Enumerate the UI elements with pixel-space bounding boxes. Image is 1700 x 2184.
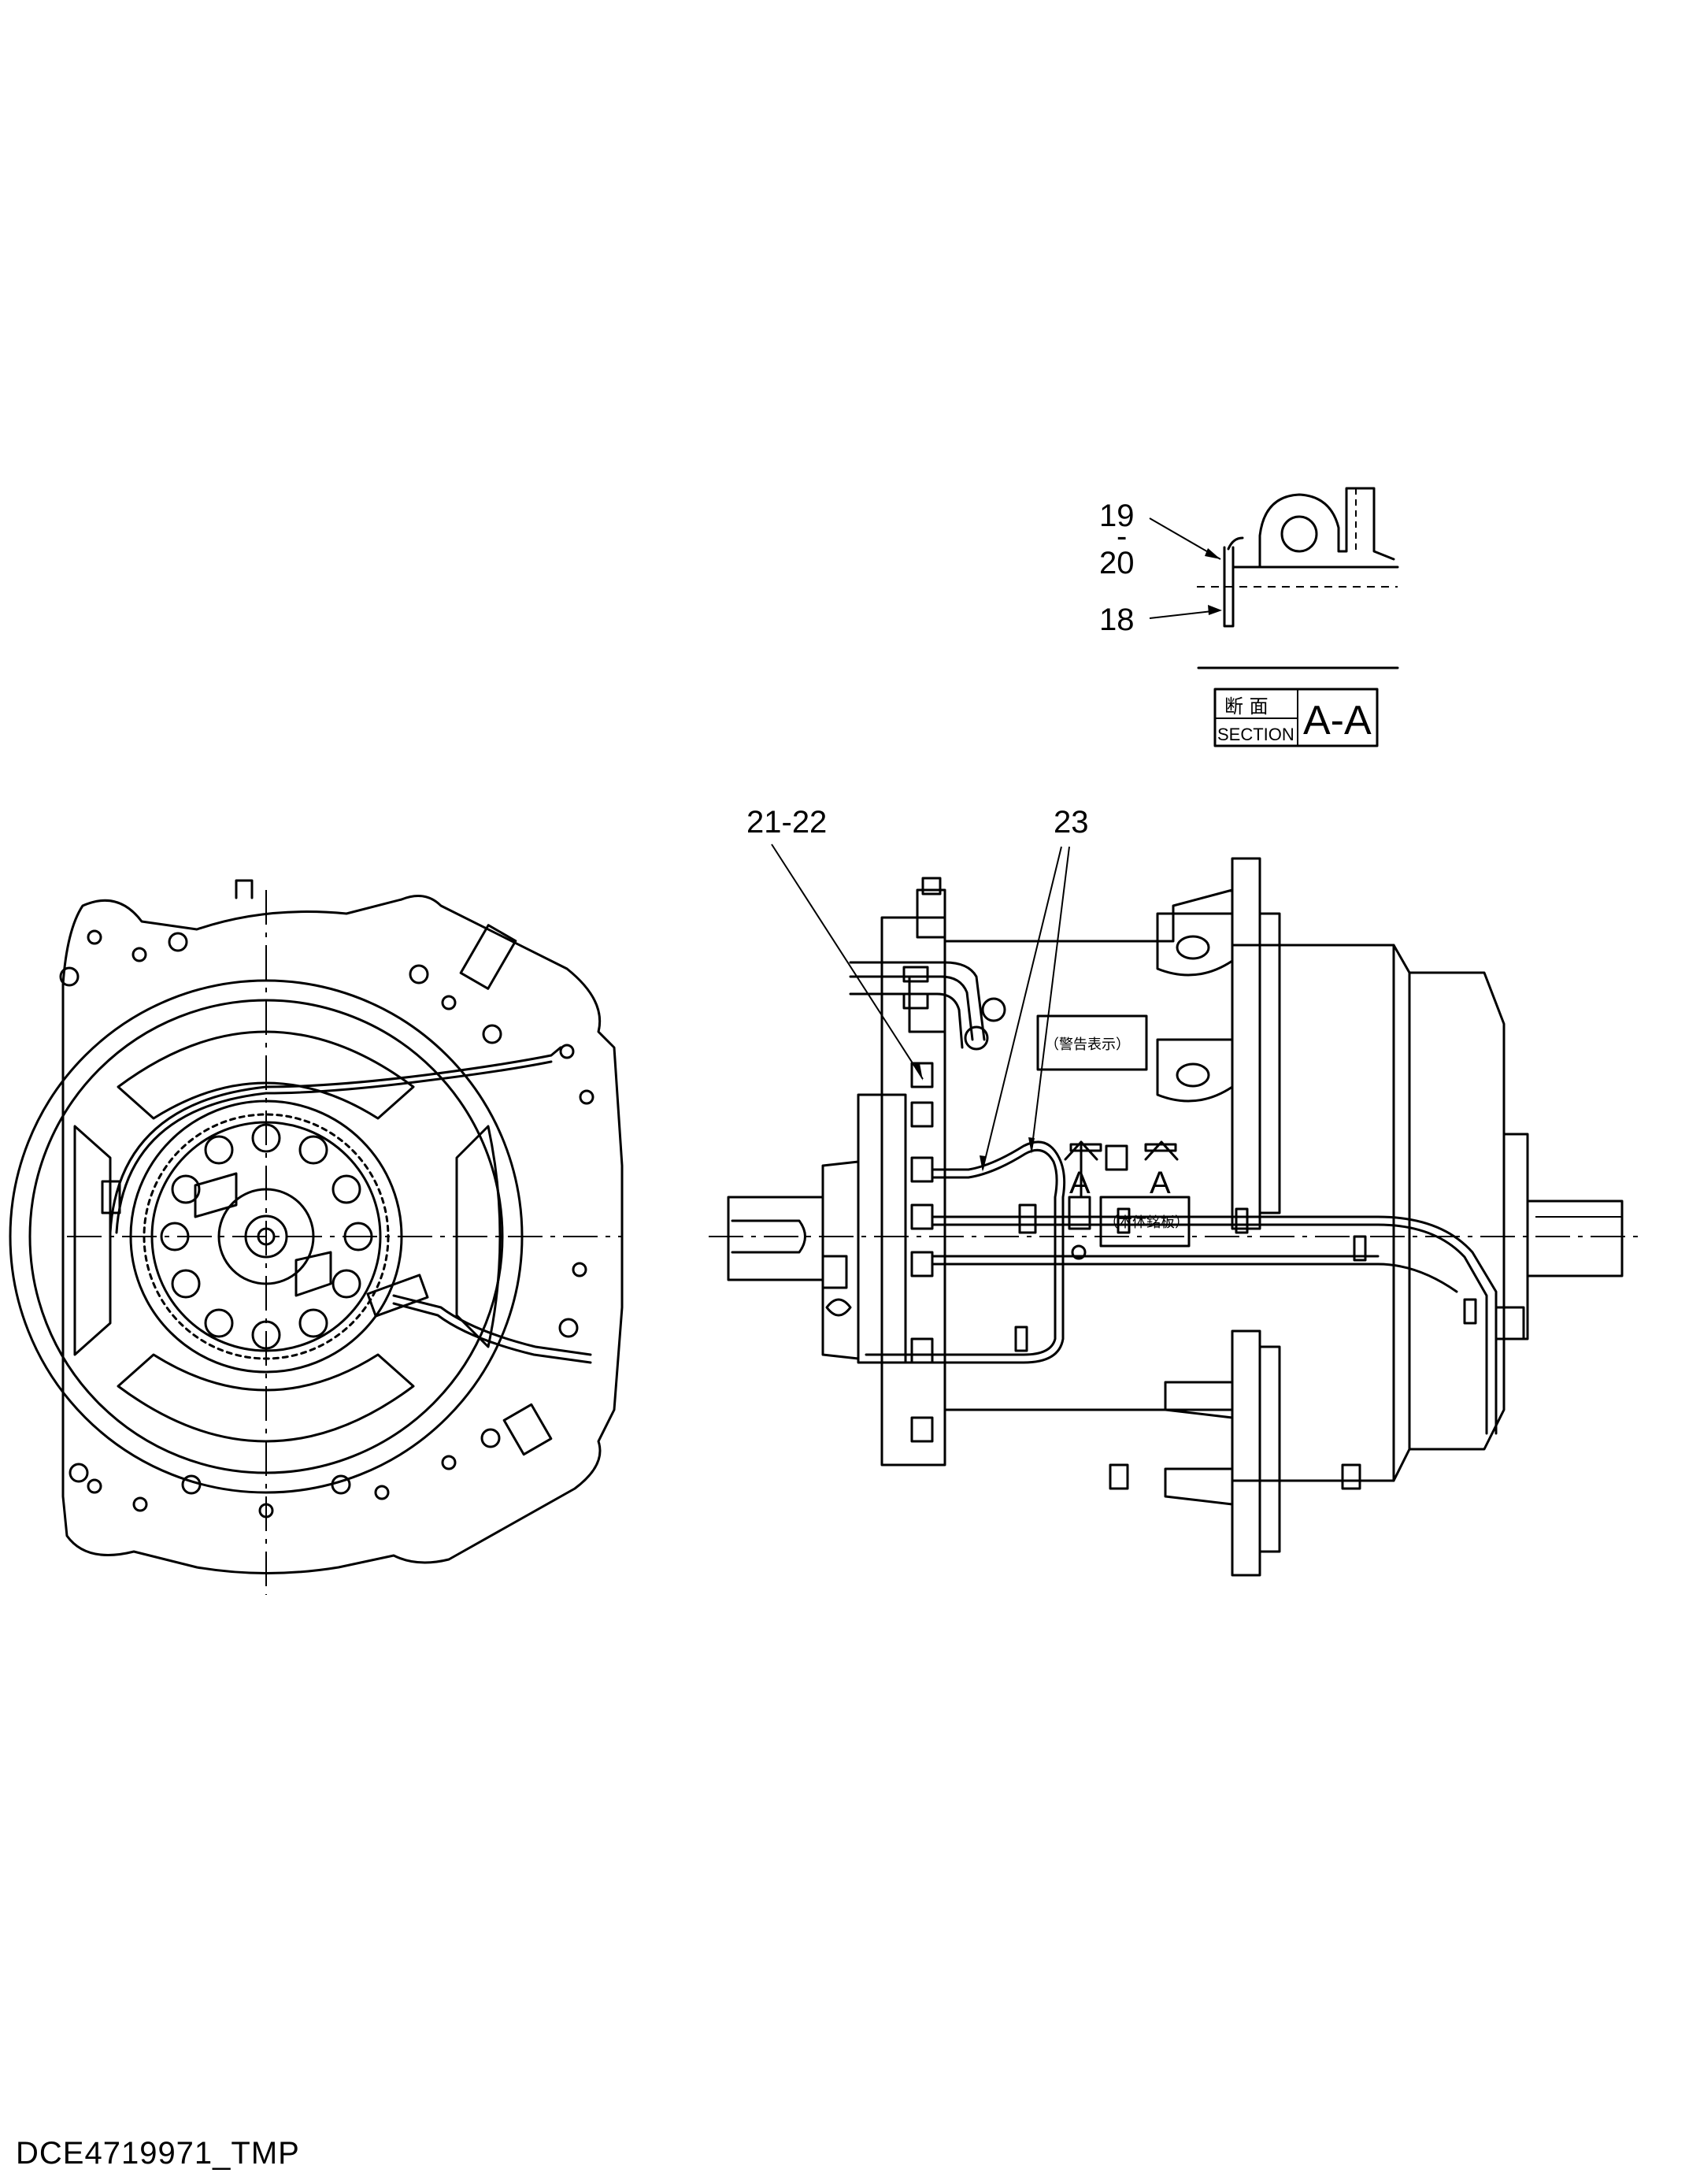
- leader-18: [1149, 610, 1220, 619]
- window-left: [73, 1125, 112, 1356]
- body-plate-box: [1099, 1196, 1191, 1248]
- section-name: A-A: [1303, 698, 1372, 743]
- hub: [217, 1188, 315, 1285]
- window-right: [455, 1125, 502, 1348]
- upper-flange: [1231, 857, 1261, 1230]
- warning-label-text: （警告表示）: [1045, 1036, 1130, 1053]
- window-bottom: [117, 1353, 415, 1443]
- section-mark-a-right: A: [1150, 1166, 1171, 1200]
- callout-20: 20: [1099, 546, 1135, 580]
- callout-21-22: 21-22: [746, 805, 827, 840]
- callout-23: 23: [1054, 805, 1089, 840]
- section-english: SECTION: [1217, 725, 1294, 744]
- pipe-route-a: [865, 1140, 1066, 1364]
- side-view: （警告表示） （本体銘板） A A 21-22 23: [709, 805, 1646, 1577]
- leader-21-22: [771, 844, 924, 1080]
- leader-23a: [982, 846, 1062, 1170]
- pipe-lower: [392, 1294, 592, 1356]
- input-shaft: [727, 1196, 824, 1281]
- warning-label-box: [1036, 1014, 1148, 1071]
- hose-1: [849, 961, 986, 1041]
- callout-19: 19: [1099, 499, 1135, 533]
- section-mark-a-left: A: [1069, 1166, 1091, 1200]
- ring-gear-teeth: [143, 1113, 390, 1360]
- main-housing: [943, 888, 1506, 1482]
- bracket: [1258, 487, 1395, 569]
- leader-23b: [1031, 846, 1070, 1152]
- pipe-route-b: [931, 1215, 1498, 1435]
- bracket-column: [880, 916, 946, 1467]
- section-a-a-detail: 19 - 20 18 断 面 SECTION A-A: [1099, 487, 1399, 747]
- window-top: [117, 1030, 415, 1120]
- pipe-upper: [109, 1046, 562, 1234]
- callout-18: 18: [1099, 603, 1135, 637]
- body-plate-text: （本体銘板）: [1104, 1214, 1189, 1231]
- lower-flange: [1231, 1329, 1261, 1577]
- front-view: [9, 879, 624, 1595]
- housing-outline: [61, 895, 624, 1574]
- output-shaft: [1526, 1200, 1624, 1277]
- bolt-circle: [59, 929, 594, 1518]
- drawing-id: DCE4719971_TMP: [16, 2136, 300, 2171]
- section-kanji: 断 面: [1224, 695, 1269, 717]
- gear-holes: [160, 1123, 373, 1350]
- callout-separator: -: [1117, 519, 1127, 554]
- ring-gear-outer: [129, 1099, 403, 1374]
- outer-ring: [9, 979, 524, 1494]
